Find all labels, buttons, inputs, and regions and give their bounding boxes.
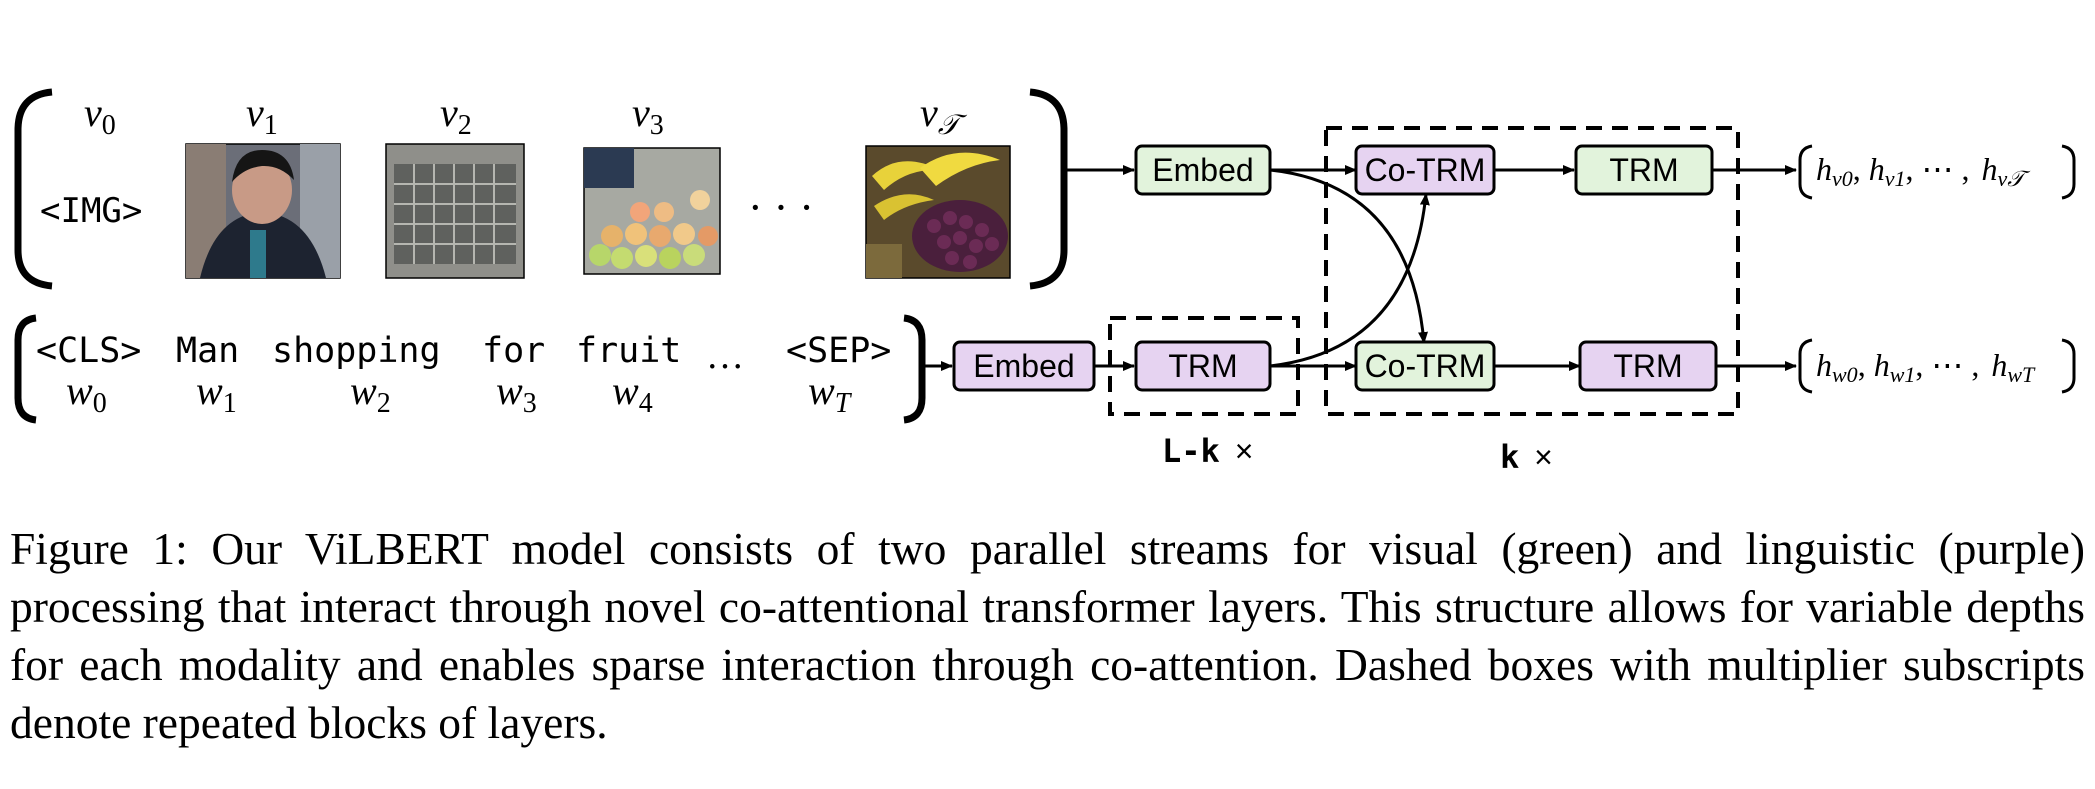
trm-visual-label: TRM bbox=[1609, 152, 1678, 188]
image-region-fruit-stall bbox=[583, 147, 721, 275]
image-region-crate bbox=[385, 143, 525, 279]
v-token-2: v2 bbox=[440, 90, 472, 141]
word-fruit: fruit bbox=[576, 331, 681, 371]
trm-visual-block bbox=[1574, 144, 1714, 196]
figure-caption: Figure 1: Our ViLBERT model consists of … bbox=[10, 523, 2085, 748]
image-region-person bbox=[185, 143, 341, 279]
text-ellipsis: … bbox=[706, 335, 744, 377]
embed-visual-label: Embed bbox=[1152, 152, 1253, 188]
trm-text-block bbox=[1134, 340, 1272, 392]
embed-visual-block bbox=[1134, 144, 1272, 196]
arrow-text-cross-to-cotrm-v bbox=[1269, 193, 1430, 368]
k-multiplier: k × bbox=[1500, 438, 1553, 476]
arrow-visual-cross-to-cotrm-t bbox=[1269, 168, 1429, 344]
v-token-3: v3 bbox=[632, 90, 664, 141]
img-token: <IMG> bbox=[40, 191, 142, 231]
word-sep: <SEP> bbox=[786, 331, 891, 371]
svg-text:hw0, hw1, ⋯ , hwT: hw0, hw1, ⋯ , hwT bbox=[1816, 347, 2036, 387]
trm-text-final-block bbox=[1578, 340, 1718, 392]
w-token-1: w1 bbox=[196, 368, 237, 419]
image-row-left-bracket bbox=[14, 88, 53, 290]
text-output: hw0, hw1, ⋯ , hwT bbox=[1798, 338, 2076, 394]
vilbert-architecture-diagram: v0 v1 v2 v3 v𝒯 <IMG> bbox=[14, 88, 2076, 476]
cotrm-text-label: Co-TRM bbox=[1365, 348, 1486, 384]
w-token-t: wT bbox=[808, 368, 853, 419]
v-token-1: v1 bbox=[246, 90, 278, 141]
l-minus-k-multiplier: L-k × bbox=[1162, 432, 1253, 470]
cotrm-visual-label: Co-TRM bbox=[1365, 152, 1486, 188]
image-region-bananas-grapes bbox=[865, 145, 1011, 279]
v-token-0: v0 bbox=[84, 90, 116, 141]
w-token-3: w3 bbox=[496, 368, 537, 419]
word-man: Man bbox=[176, 331, 239, 371]
trm-text-label: TRM bbox=[1168, 348, 1237, 384]
visual-output: hv0, hv1, ⋯ , hv𝒯 bbox=[1798, 144, 2076, 200]
w-token-2: w2 bbox=[350, 368, 391, 419]
image-row-right-bracket bbox=[1029, 88, 1068, 290]
embed-text-label: Embed bbox=[973, 348, 1074, 384]
v-token-t: v𝒯 bbox=[920, 90, 968, 141]
cotrm-visual-block bbox=[1354, 144, 1496, 196]
svg-text:hv0, hv1, ⋯ , hv𝒯: hv0, hv1, ⋯ , hv𝒯 bbox=[1816, 151, 2031, 191]
word-shopping: shopping bbox=[272, 331, 441, 371]
word-cls: <CLS> bbox=[36, 331, 141, 371]
cotrm-text-block bbox=[1354, 340, 1496, 392]
w-token-4: w4 bbox=[612, 368, 653, 419]
k-repeat-box bbox=[1324, 126, 1740, 416]
image-ellipsis: · · · bbox=[748, 183, 814, 232]
trm-text-final-label: TRM bbox=[1613, 348, 1682, 384]
word-for: for bbox=[482, 331, 545, 371]
embed-text-block bbox=[952, 340, 1096, 392]
w-token-0: w0 bbox=[66, 368, 107, 419]
text-row-right-bracket bbox=[903, 314, 926, 424]
text-row-left-bracket bbox=[14, 314, 37, 424]
